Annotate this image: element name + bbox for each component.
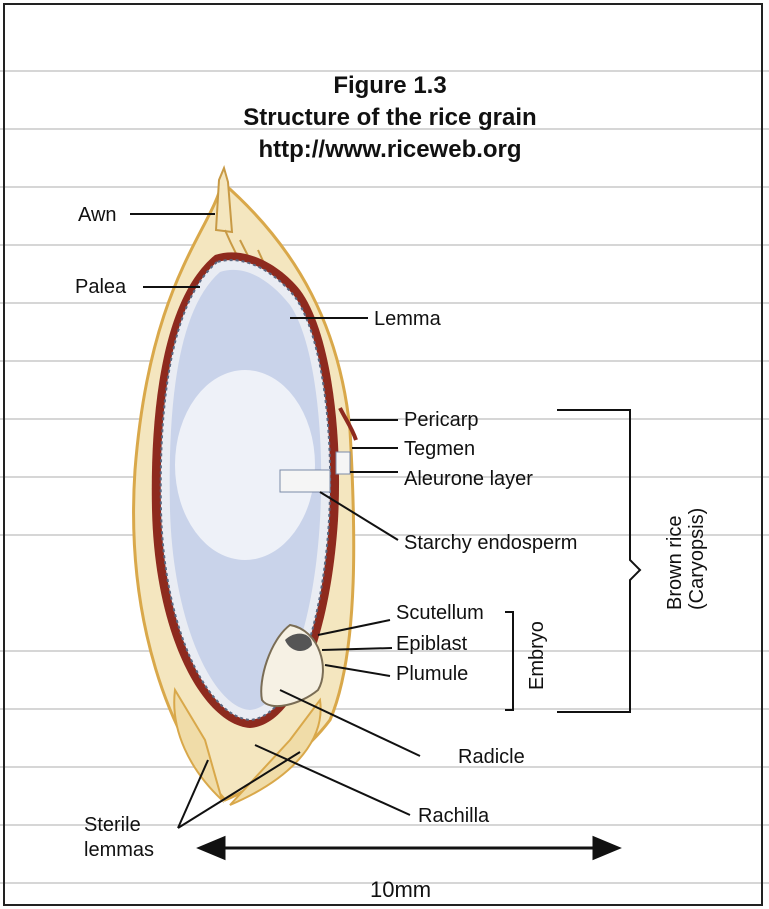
label-radicle: Radicle bbox=[458, 745, 525, 769]
label-epiblast: Epiblast bbox=[396, 632, 467, 656]
label-rachilla: Rachilla bbox=[418, 804, 489, 828]
label-plumule: Plumule bbox=[396, 662, 468, 686]
label-sterile-line1: Sterile bbox=[84, 813, 141, 837]
label-pericarp: Pericarp bbox=[404, 408, 478, 432]
label-sterile-line2: lemmas bbox=[84, 838, 154, 862]
label-scutellum: Scutellum bbox=[396, 601, 484, 625]
scale-arrow bbox=[200, 838, 618, 858]
label-caryopsis: (Caryopsis) bbox=[686, 508, 708, 610]
label-tegmen: Tegmen bbox=[404, 437, 475, 461]
label-brown-rice: Brown rice bbox=[664, 516, 686, 610]
brown-rice-bracket bbox=[557, 410, 640, 712]
awn-shape bbox=[216, 168, 232, 232]
label-aleurone-layer: Aleurone layer bbox=[404, 467, 533, 491]
label-embryo-group: Embryo bbox=[526, 621, 548, 690]
embryo-bracket bbox=[505, 612, 513, 710]
label-lemma: Lemma bbox=[374, 307, 441, 331]
label-palea: Palea bbox=[75, 275, 126, 299]
label-awn: Awn bbox=[78, 203, 117, 227]
scale-label: 10mm bbox=[370, 878, 431, 902]
label-starchy-endosperm: Starchy endosperm bbox=[404, 531, 577, 555]
cell-detail bbox=[280, 470, 330, 492]
endosperm-highlight bbox=[175, 370, 315, 560]
